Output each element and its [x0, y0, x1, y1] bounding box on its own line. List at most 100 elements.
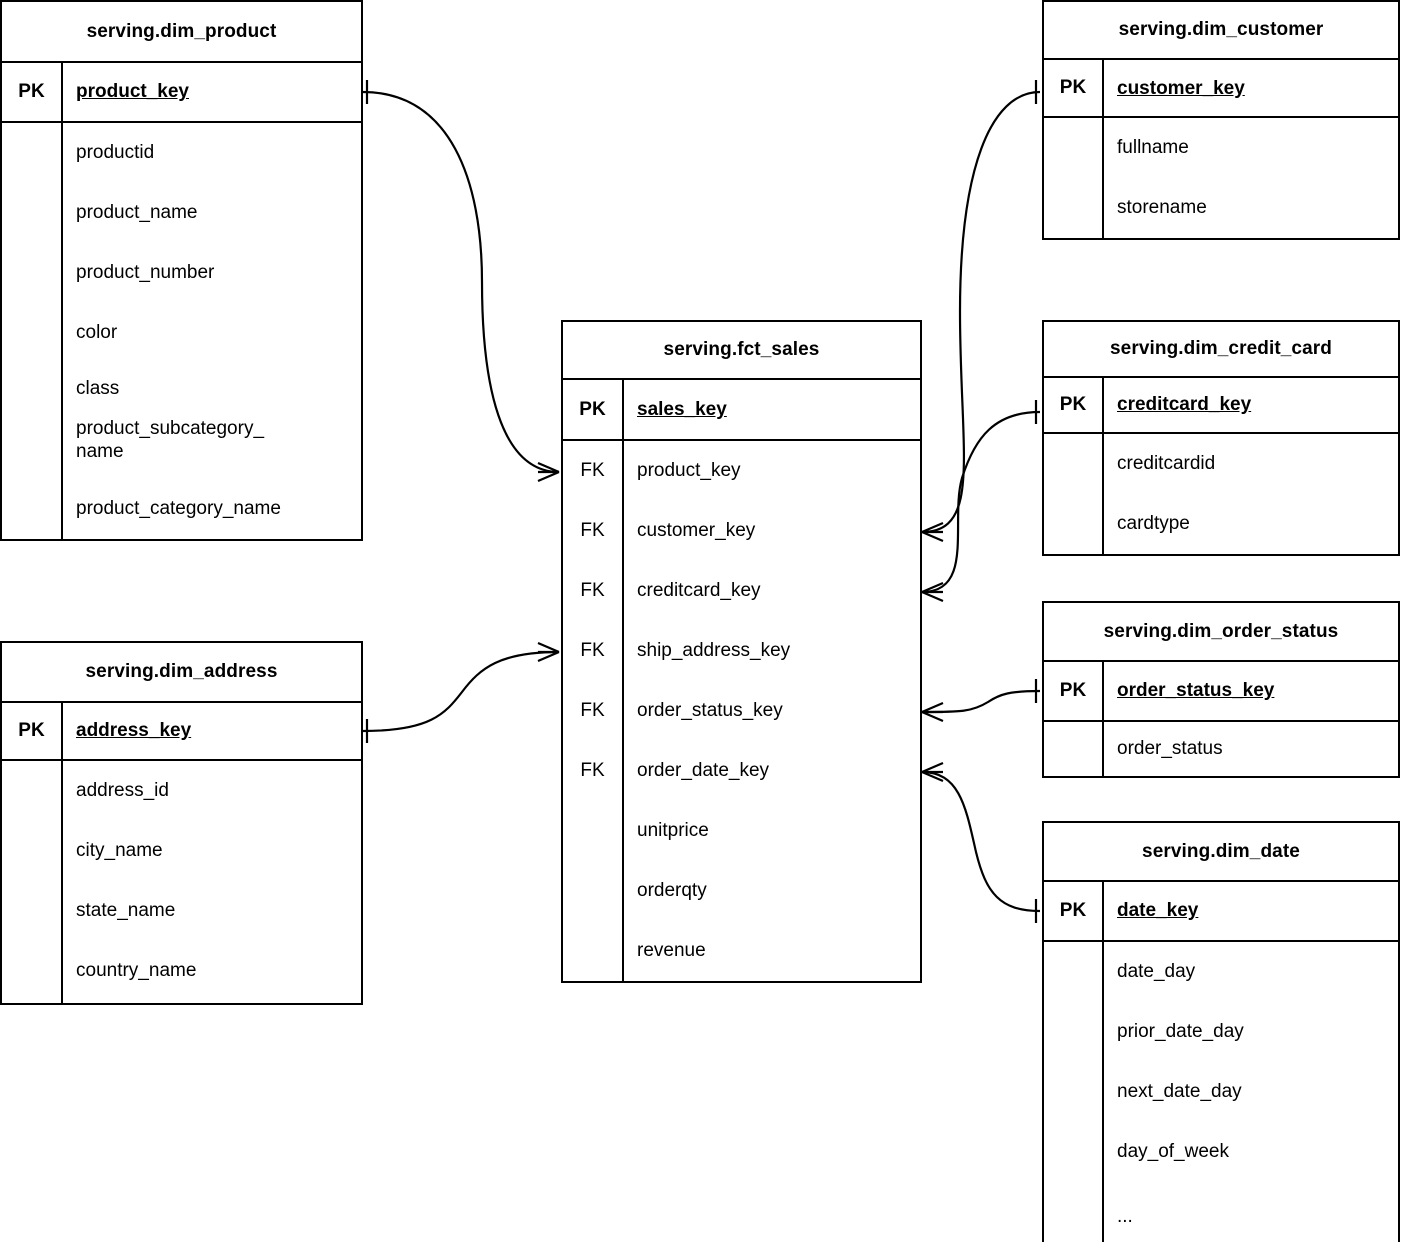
- pk-row[interactable]: PK address_key: [2, 703, 361, 761]
- pk-badge: PK: [1059, 900, 1087, 921]
- relationship-address: [362, 641, 560, 743]
- relationship-date: [921, 761, 1041, 923]
- attribute-row: day_of_week: [1117, 1141, 1229, 1163]
- attribute-row: fullname: [1117, 137, 1189, 159]
- attribute-row: prior_date_day: [1117, 1021, 1244, 1043]
- entity-title: serving.dim_credit_card: [1044, 322, 1398, 378]
- attribute-block: date_day prior_date_day next_date_day da…: [1044, 942, 1398, 1242]
- pk-row[interactable]: PK customer_key: [1044, 60, 1398, 118]
- fk-badge: FK: [580, 700, 605, 721]
- pk-badge: PK: [579, 398, 606, 420]
- entity-dim-product[interactable]: serving.dim_product PK product_key produ…: [0, 0, 363, 541]
- attribute-name-column: date_day prior_date_day next_date_day da…: [1102, 942, 1398, 1242]
- entity-dim-order-status[interactable]: serving.dim_order_status PK order_status…: [1042, 601, 1400, 778]
- attribute-row: product_subcategory_ name: [76, 418, 265, 463]
- fk-badge: FK: [580, 640, 605, 661]
- attribute-row: order_status: [1117, 738, 1223, 760]
- pk-column-name: sales_key: [622, 380, 920, 439]
- pk-column-name: customer_key: [1102, 60, 1398, 116]
- pk-column-name: date_key: [1102, 882, 1398, 940]
- relationship-product: [362, 80, 560, 483]
- pk-badge: PK: [1059, 394, 1087, 415]
- attribute-row: date_day: [1117, 961, 1196, 983]
- fk-column-row: order_status_key: [637, 700, 783, 722]
- entity-dim-date[interactable]: serving.dim_date PK date_key date_day pr…: [1042, 821, 1400, 1242]
- attribute-name-column: order_status: [1102, 722, 1398, 776]
- pk-row[interactable]: PK creditcard_key: [1044, 378, 1398, 434]
- fk-column-row: ship_address_key: [637, 640, 791, 662]
- fk-badge: FK: [580, 580, 605, 601]
- measure-row: revenue: [637, 940, 706, 962]
- entity-title: serving.dim_product: [2, 2, 361, 63]
- fk-column-row: product_key: [637, 460, 741, 482]
- fk-badge: FK: [580, 460, 605, 481]
- entity-dim-customer[interactable]: serving.dim_customer PK customer_key ful…: [1042, 0, 1400, 240]
- entity-dim-credit-card[interactable]: serving.dim_credit_card PK creditcard_ke…: [1042, 320, 1400, 556]
- attribute-row: color: [76, 322, 118, 344]
- entity-title: serving.fct_sales: [563, 322, 920, 380]
- attribute-name-column: productid product_name product_number co…: [61, 123, 361, 539]
- crowfoot-creditcard: [921, 581, 944, 603]
- pk-row[interactable]: PK date_key: [1044, 882, 1398, 942]
- attribute-row: product_category_name: [76, 498, 281, 520]
- pk-column-name: product_key: [61, 63, 361, 121]
- attribute-key-column: [2, 123, 61, 539]
- attribute-row: product_name: [76, 202, 198, 224]
- measure-row: unitprice: [637, 820, 709, 842]
- crowfoot-date: [921, 761, 944, 783]
- attribute-name-column: fullname storename: [1102, 118, 1398, 238]
- attribute-key-column: [1044, 722, 1102, 776]
- attribute-name-column: creditcardid cardtype: [1102, 434, 1398, 554]
- attribute-row: class: [76, 378, 120, 400]
- attribute-row: cardtype: [1117, 513, 1190, 535]
- fk-column-row: creditcard_key: [637, 580, 761, 602]
- fk-column-row: order_date_key: [637, 760, 770, 782]
- pk-column-name: order_status_key: [1102, 662, 1398, 720]
- attribute-key-column: [1044, 118, 1102, 238]
- attribute-block: creditcardid cardtype: [1044, 434, 1398, 554]
- attribute-row: state_name: [76, 900, 176, 922]
- entity-title: serving.dim_date: [1044, 823, 1398, 882]
- entity-title: serving.dim_order_status: [1044, 603, 1398, 662]
- attribute-block: address_id city_name state_name country_…: [2, 761, 361, 1003]
- pk-column-name: address_key: [61, 703, 361, 759]
- entity-dim-address[interactable]: serving.dim_address PK address_key addre…: [0, 641, 363, 1005]
- pk-badge: PK: [18, 720, 45, 741]
- attribute-block: productid product_name product_number co…: [2, 123, 361, 539]
- measure-row: orderqty: [637, 880, 707, 902]
- pk-badge: PK: [1059, 680, 1087, 701]
- attribute-row: ...: [1117, 1205, 1133, 1227]
- fk-badge: FK: [580, 520, 605, 541]
- attribute-row: storename: [1117, 197, 1207, 219]
- attribute-key-column: [1044, 434, 1102, 554]
- attribute-row: country_name: [76, 960, 197, 982]
- pk-row[interactable]: PK sales_key: [563, 380, 920, 441]
- relationship-customer: [921, 80, 1041, 543]
- relationship-creditcard: [921, 400, 1041, 603]
- pk-row[interactable]: PK product_key: [2, 63, 361, 123]
- pk-column-name: creditcard_key: [1102, 378, 1398, 432]
- attribute-row: next_date_day: [1117, 1081, 1242, 1103]
- relationship-order-status: [921, 679, 1041, 723]
- attribute-row: productid: [76, 142, 155, 164]
- entity-title: serving.dim_customer: [1044, 2, 1398, 61]
- fk-key-column: FK FK FK FK FK FK: [563, 441, 622, 981]
- column-name-column: product_key customer_key creditcard_key …: [622, 441, 920, 981]
- crowfoot-address: [537, 641, 560, 663]
- attribute-block: fullname storename: [1044, 118, 1398, 238]
- attribute-key-column: [2, 761, 61, 1003]
- crowfoot-order-status: [921, 701, 944, 723]
- attribute-key-column: [1044, 942, 1102, 1242]
- attribute-row: product_number: [76, 262, 215, 284]
- attribute-row: address_id: [76, 780, 169, 802]
- fk-column-row: customer_key: [637, 520, 756, 542]
- pk-badge: PK: [18, 81, 45, 102]
- entity-fct-sales[interactable]: serving.fct_sales PK sales_key FK FK FK …: [561, 320, 922, 983]
- attribute-row: city_name: [76, 840, 163, 862]
- attribute-row: creditcardid: [1117, 453, 1216, 475]
- pk-row[interactable]: PK order_status_key: [1044, 662, 1398, 722]
- entity-title: serving.dim_address: [2, 643, 361, 703]
- attribute-block: order_status: [1044, 722, 1398, 776]
- crowfoot-product: [537, 461, 560, 483]
- attribute-name-column: address_id city_name state_name country_…: [61, 761, 361, 1003]
